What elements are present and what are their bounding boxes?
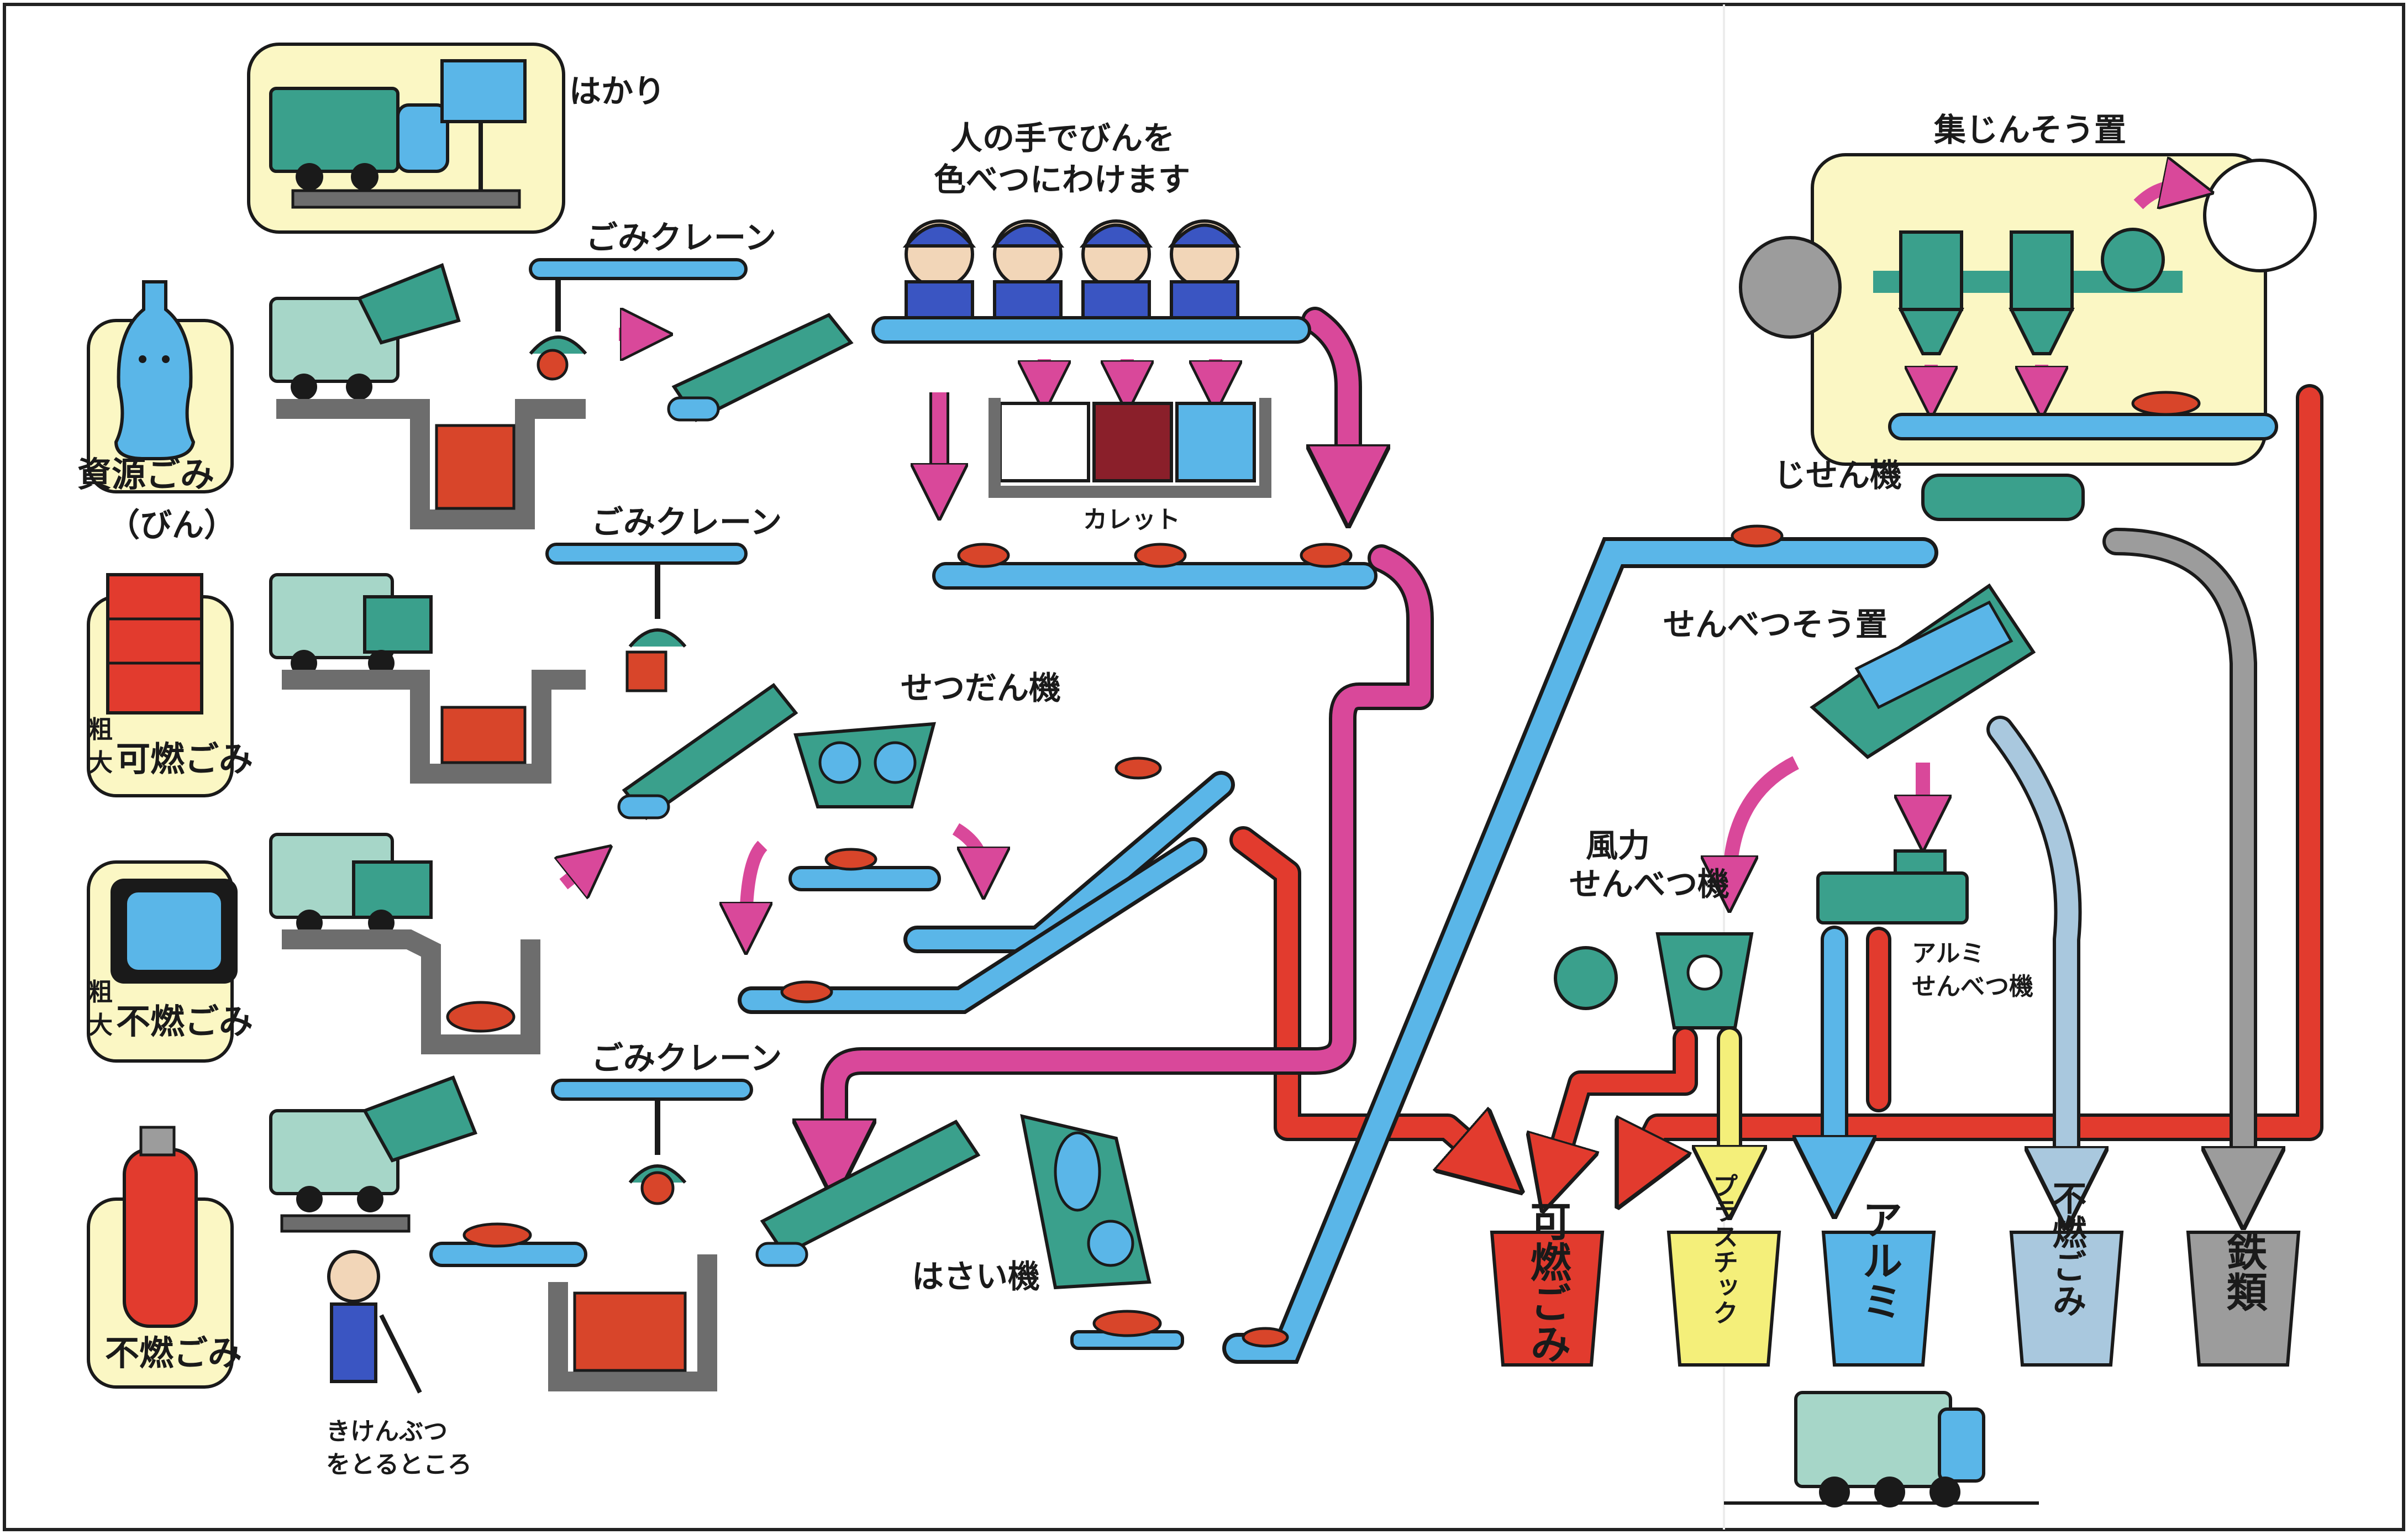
cyclone-2-icon xyxy=(2011,232,2072,309)
cullet-bin-brown xyxy=(1094,403,1171,481)
bulky-noncombustible-label: 不燃ごみ xyxy=(116,1001,253,1042)
category-bottles-sublabel: （びん） xyxy=(108,506,236,544)
magnetic-separator-icon xyxy=(1923,475,2083,519)
crane-1-label: ごみクレーン xyxy=(586,219,776,256)
sorting-note-line2: 色べつにわけます xyxy=(934,161,1190,198)
cullet-bin-clear xyxy=(1000,403,1089,481)
crane-3-label: ごみクレーン xyxy=(591,1039,782,1077)
bin-aluminum-label: アルミ xyxy=(1855,1199,1902,1321)
crane-2-label: ごみクレーン xyxy=(591,503,782,541)
bulky-combustible-prefix2: 大 xyxy=(88,749,113,777)
shredder-label: せつだん機 xyxy=(901,669,1061,707)
sorting-note-line1: 人の手でびんを xyxy=(950,119,1175,157)
pit-1-waste xyxy=(437,425,514,508)
category-bottles-label: 資源ごみ xyxy=(77,454,214,495)
bulky-combustible-label: 可燃ごみ xyxy=(116,739,253,779)
bin-plastic-label: プラスチック xyxy=(1709,1173,1739,1325)
sorting-device-label: せんべつそう置 xyxy=(1663,606,1888,643)
dust-collector-section: 集じんそう置 xyxy=(1741,111,2315,464)
category-bulky-noncombustible: 粗 大 不燃ごみ xyxy=(88,862,253,1061)
pit-2-waste xyxy=(442,707,525,763)
wind-sorter-label-line1: 風力 xyxy=(1586,827,1650,864)
dust-conveyor xyxy=(1890,414,2276,439)
scale-display-icon xyxy=(442,61,525,122)
aluminum-sorter-icon xyxy=(1818,873,1967,923)
bin-combustible-label: 可燃ごみ xyxy=(1523,1200,1571,1364)
hazard-worker-icon xyxy=(329,1252,378,1301)
truck-on-scale-icon xyxy=(271,88,398,171)
cyclone-1-icon xyxy=(1901,232,1962,309)
aluminum-sorter-label-line2: せんべつ機 xyxy=(1912,973,2033,1001)
cullet-bin-blue xyxy=(1177,403,1254,481)
bin-iron: 鉄類 xyxy=(2188,1230,2299,1365)
crane-rail-3 xyxy=(553,1080,751,1099)
aluminum-sorter-label-line1: アルミ xyxy=(1912,939,1985,968)
cullet-label: カレット xyxy=(1083,506,1180,534)
noncombustible-label: 不燃ごみ xyxy=(105,1333,242,1373)
dusty-air-icon xyxy=(1741,238,1840,337)
hazard-label-line1: きけんぶつ xyxy=(326,1417,448,1446)
scale-label: はかり xyxy=(569,72,665,110)
crane-rail-2 xyxy=(547,544,746,563)
hazard-label-line2: をとるところ xyxy=(326,1451,472,1479)
collection-truck-icon xyxy=(1796,1393,1950,1486)
bulky-combustible-prefix: 粗 xyxy=(88,716,113,744)
sorting-conveyor xyxy=(873,318,1310,342)
clean-air-icon xyxy=(2205,160,2315,271)
crane-rail-1 xyxy=(530,260,746,279)
blower-icon xyxy=(1555,948,1616,1008)
magnetic-separator-label: じせん機 xyxy=(1774,456,1902,494)
category-bulky-combustible: 粗 大 可燃ごみ xyxy=(88,575,253,796)
bulky-noncombustible-prefix2: 大 xyxy=(88,1011,113,1039)
crusher-label: はさい機 xyxy=(912,1258,1040,1295)
drawer-chest-icon xyxy=(108,575,202,713)
dust-collector-label: 集じんそう置 xyxy=(1933,111,2126,149)
bulky-noncombustible-prefix: 粗 xyxy=(88,978,113,1006)
spray-can-icon xyxy=(124,1149,196,1326)
bin-noncombustible-label: 不燃ごみ xyxy=(2047,1180,2087,1317)
fan-icon xyxy=(2102,229,2163,290)
short-conveyor-1 xyxy=(790,868,939,890)
wind-sorter-label-line2: せんべつ機 xyxy=(1569,865,1729,903)
pit-4-waste xyxy=(575,1293,685,1370)
bin-iron-label: 鉄類 xyxy=(2220,1230,2267,1312)
